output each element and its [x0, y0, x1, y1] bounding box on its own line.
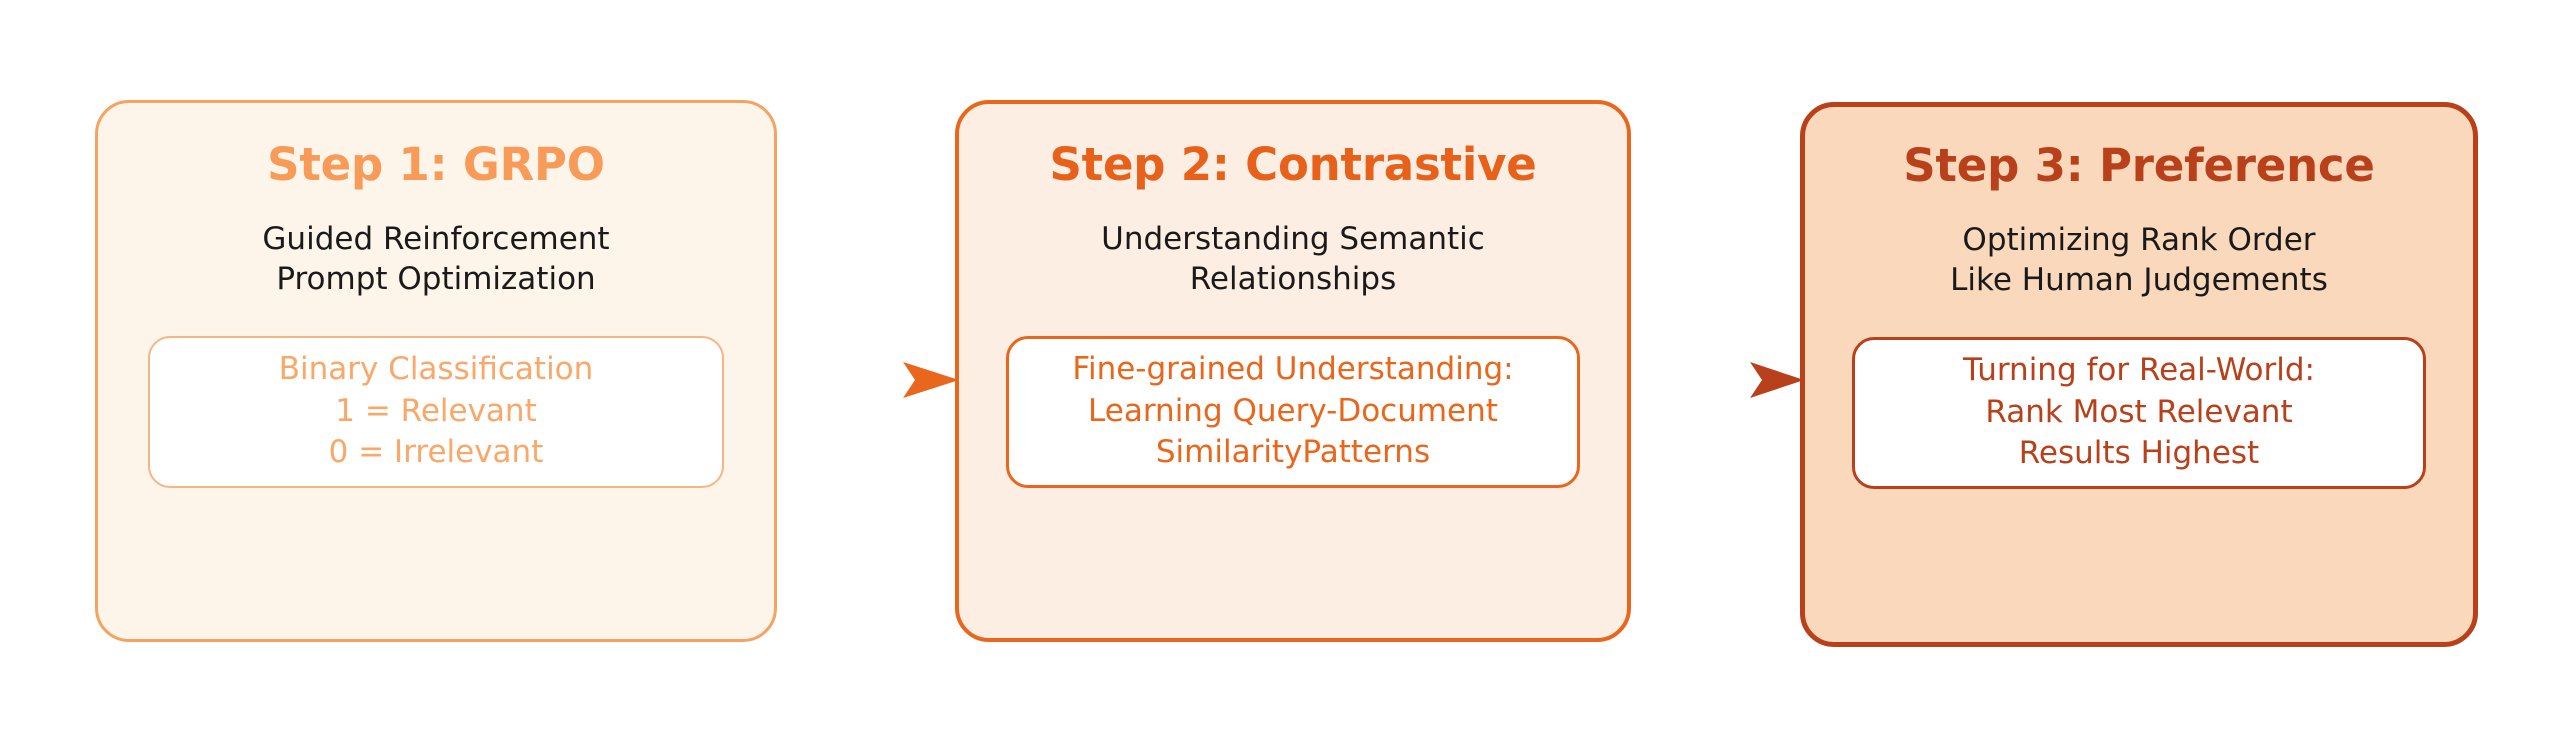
step-card-1[interactable]: Step 1: GRPO Guided Reinforcement Prompt… [95, 100, 777, 642]
step-3-detail-box: Turning for Real-World: Rank Most Releva… [1852, 336, 2426, 489]
step-2-subtitle: Understanding Semantic Relationships [1101, 221, 1485, 297]
step-1-title: Step 1: GRPO [267, 138, 605, 191]
step-card-2[interactable]: Step 2: Contrastive Understanding Semant… [955, 100, 1631, 642]
step-1-detail-box: Binary Classification 1 = Relevant 0 = I… [148, 335, 724, 488]
step-card-3[interactable]: Step 3: Preference Optimizing Rank Order… [1800, 102, 2478, 647]
step-2-title: Step 2: Contrastive [1049, 138, 1537, 191]
step-3-detail-text: Turning for Real-World: Rank Most Releva… [1962, 352, 2316, 472]
step-3-title: Step 3: Preference [1903, 139, 2375, 192]
arrow-step2-to-step3 [1632, 358, 1804, 402]
step-2-detail-box: Fine-grained Understanding: Learning Que… [1006, 335, 1580, 488]
step-3-subtitle: Optimizing Rank Order Like Human Judgeme… [1950, 222, 2328, 298]
step-2-detail-text: Fine-grained Understanding: Learning Que… [1072, 351, 1514, 471]
arrow-step1-to-step2 [777, 358, 959, 402]
step-1-detail-text: Binary Classification 1 = Relevant 0 = I… [278, 351, 594, 471]
step-1-subtitle: Guided Reinforcement Prompt Optimization [262, 221, 610, 297]
